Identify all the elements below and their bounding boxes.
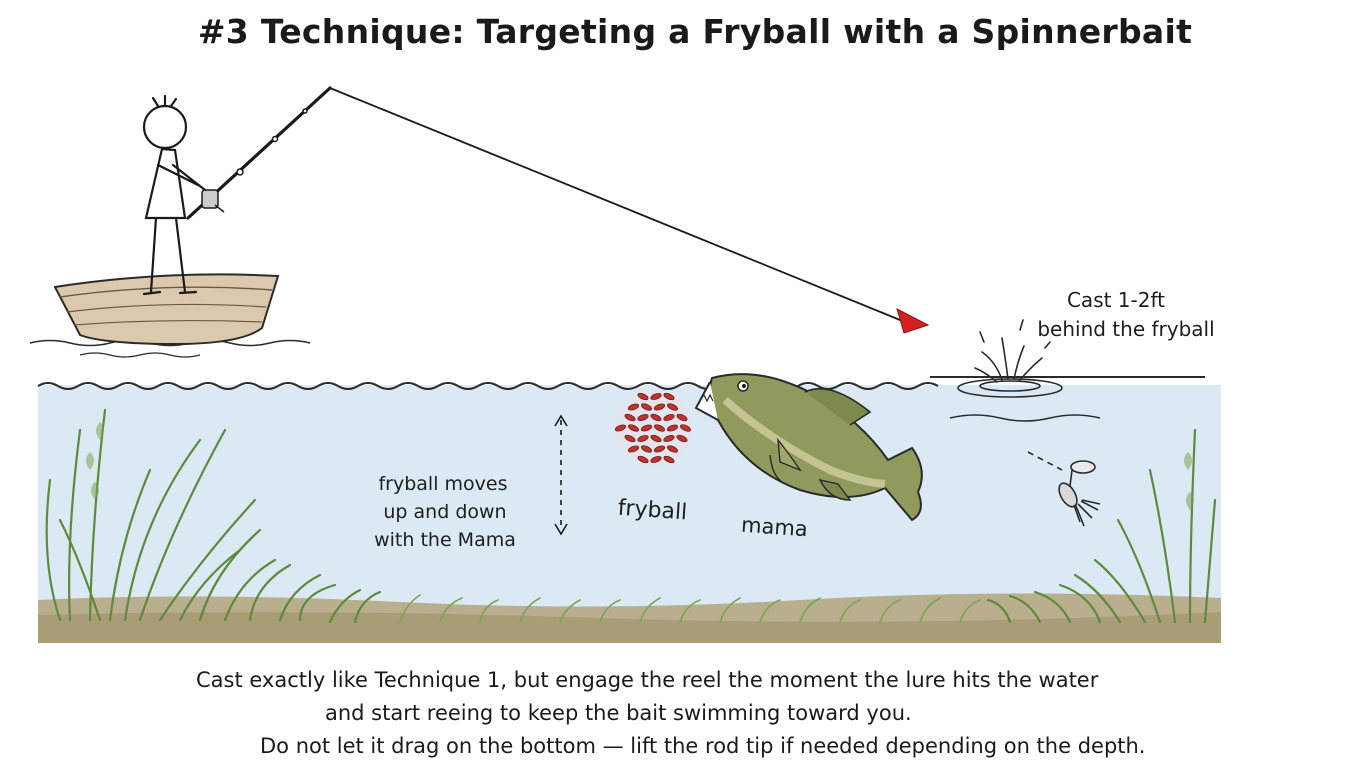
fry-mark bbox=[641, 403, 652, 411]
fry-mark bbox=[614, 424, 627, 432]
splash-icon bbox=[957, 319, 1063, 398]
boat-icon bbox=[53, 273, 280, 346]
cast-arrow-icon bbox=[896, 308, 930, 334]
fry-mark bbox=[666, 424, 679, 432]
fry-mark bbox=[650, 413, 662, 422]
fry-mark bbox=[627, 403, 640, 411]
moves-label-line1: fryball moves bbox=[378, 473, 507, 495]
fishing-rod bbox=[186, 86, 332, 220]
fry-mark bbox=[676, 413, 688, 422]
caption-line2: and start reeing to keep the bait swimmi… bbox=[325, 701, 912, 725]
fisherman-figure bbox=[142, 94, 207, 296]
cast-label-line2: behind the fryball bbox=[1037, 317, 1214, 341]
fishing-line bbox=[329, 87, 906, 323]
moves-label-line3: with the Mama bbox=[374, 529, 516, 551]
fry-mark bbox=[680, 424, 691, 432]
reel-icon bbox=[201, 189, 219, 209]
fryball-icon bbox=[614, 390, 691, 466]
fry-mark bbox=[663, 392, 675, 401]
fry-mark bbox=[640, 424, 653, 432]
fry-mark bbox=[624, 434, 636, 443]
up-down-arrow-icon bbox=[554, 414, 568, 536]
fry-mark bbox=[637, 435, 649, 442]
fry-mark bbox=[663, 435, 675, 442]
fryball-label: fryball bbox=[617, 496, 688, 526]
fry-mark bbox=[650, 393, 662, 400]
caption-line1: Cast exactly like Technique 1, but engag… bbox=[196, 668, 1099, 692]
fry-mark bbox=[628, 424, 639, 432]
fry-mark bbox=[663, 455, 675, 464]
fry-mark bbox=[663, 414, 675, 421]
fry-mark bbox=[624, 413, 636, 422]
fry-mark bbox=[667, 445, 678, 453]
fry-mark bbox=[654, 424, 665, 432]
fry-mark bbox=[653, 403, 666, 411]
cast-label-line1: Cast 1-2ft bbox=[1067, 288, 1165, 312]
grass-icon bbox=[45, 408, 382, 624]
fry-mark bbox=[637, 455, 649, 464]
fry-mark bbox=[637, 392, 649, 401]
fry-mark bbox=[637, 414, 649, 421]
caption-line3: Do not let it drag on the bottom — lift … bbox=[260, 734, 1146, 758]
fry-mark bbox=[641, 445, 652, 453]
fry-mark bbox=[650, 456, 662, 463]
fry-mark bbox=[653, 445, 666, 453]
fry-mark bbox=[676, 434, 688, 443]
moves-label-line2: up and down bbox=[383, 501, 506, 523]
fry-mark bbox=[650, 434, 662, 443]
fish-icon bbox=[694, 373, 923, 522]
mama-label: mama bbox=[740, 513, 808, 542]
page-title: #3 Technique: Targeting a Fryball with a… bbox=[197, 12, 1193, 51]
fry-mark bbox=[627, 445, 640, 453]
spinnerbait-icon bbox=[1027, 451, 1101, 527]
fry-mark bbox=[667, 403, 678, 411]
